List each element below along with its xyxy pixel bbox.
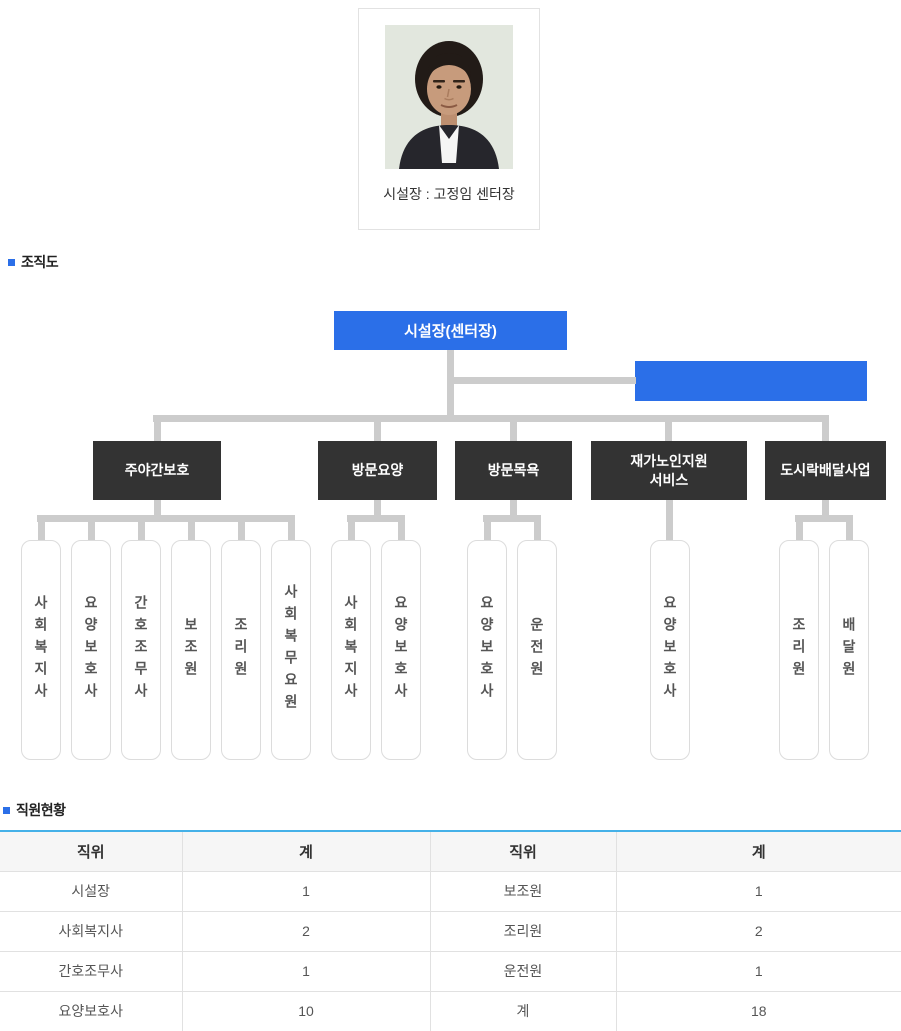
- table-header-cell: 직위: [0, 831, 182, 872]
- connector-line: [534, 515, 541, 540]
- connector-line: [795, 515, 853, 522]
- table-cell: 2: [181, 911, 430, 952]
- org-member-box: 요양보호사: [71, 540, 111, 760]
- table-cell: 사회복지사: [0, 911, 182, 952]
- org-member-box: 조리원: [221, 540, 261, 760]
- table-cell: 1: [615, 951, 901, 992]
- org-member-box: 요양보호사: [650, 540, 690, 760]
- dept-box-daynight-care: 주야간보호: [93, 441, 221, 500]
- table-cell: 시설장: [0, 871, 182, 912]
- connector-line: [154, 500, 161, 522]
- connector-line: [822, 415, 829, 441]
- connector-line: [288, 515, 295, 540]
- org-member-box: 간호조무사: [121, 540, 161, 760]
- connector-line: [374, 415, 381, 441]
- table-cell: 1: [181, 951, 430, 992]
- director-photo-illustration: [385, 25, 513, 169]
- connector-line: [666, 500, 673, 540]
- org-member-label: 요양보호사: [83, 595, 99, 705]
- org-chart-section-title: 조직도: [8, 252, 59, 272]
- connector-line: [510, 500, 517, 522]
- table-cell: 계: [429, 991, 616, 1031]
- connector-line: [447, 350, 454, 422]
- table-cell: 간호조무사: [0, 951, 182, 992]
- table-header-cell: 계: [181, 831, 430, 872]
- connector-line: [665, 415, 672, 441]
- staff-title-text: 직원현황: [16, 802, 66, 818]
- table-cell: 보조원: [429, 871, 616, 912]
- table-cell: 1: [181, 871, 430, 912]
- connector-line: [484, 515, 491, 540]
- table-cell: 운전원: [429, 951, 616, 992]
- connector-line: [450, 377, 636, 384]
- connector-line: [238, 515, 245, 540]
- director-card: 시설장 : 고정임 센터장: [358, 8, 540, 230]
- connector-line: [796, 515, 803, 540]
- dept-box-visiting-bath: 방문목욕: [455, 441, 572, 500]
- table-row: 간호조무사 1 운전원 1: [0, 951, 901, 992]
- connector-line: [138, 515, 145, 540]
- org-member-label: 사회복지사: [33, 595, 49, 705]
- table-cell: 2: [615, 911, 901, 952]
- dept-box-visiting-care: 방문요양: [318, 441, 437, 500]
- org-member-box: 배달원: [829, 540, 869, 760]
- connector-line: [510, 415, 517, 441]
- connector-line: [374, 500, 381, 522]
- connector-line: [347, 515, 405, 522]
- org-member-label: 조리원: [233, 617, 249, 683]
- org-member-box: 요양보호사: [467, 540, 507, 760]
- connector-line: [348, 515, 355, 540]
- org-chart-title-text: 조직도: [21, 254, 59, 270]
- connector-line: [88, 515, 95, 540]
- org-member-label: 조리원: [791, 617, 807, 683]
- org-member-label: 사회복지사: [343, 595, 359, 705]
- org-member-label: 배달원: [841, 617, 857, 683]
- connector-line: [153, 415, 829, 422]
- org-member-label: 보조원: [183, 617, 199, 683]
- section-bullet-icon: [3, 806, 10, 814]
- org-member-label: 사회복무요원: [283, 584, 299, 716]
- org-member-box: 운전원: [517, 540, 557, 760]
- table-row: 시설장 1 보조원 1: [0, 871, 901, 912]
- director-caption: 시설장 : 고정임 센터장: [383, 186, 515, 202]
- table-header-row: 직위 계 직위 계: [0, 831, 901, 872]
- connector-line: [154, 415, 161, 441]
- org-secondary-box: [635, 361, 867, 401]
- table-header-cell: 계: [615, 831, 901, 872]
- org-member-box: 사회복무요원: [271, 540, 311, 760]
- staff-table: 직위 계 직위 계 시설장 1 보조원 1 사회복지사 2 조리원 2 간호조무…: [0, 830, 901, 1031]
- dept-box-lunchbox-delivery: 도시락배달사업: [765, 441, 886, 500]
- org-member-label: 요양보호사: [393, 595, 409, 705]
- table-row: 요양보호사 10 계 18: [0, 991, 901, 1031]
- org-member-box: 사회복지사: [21, 540, 61, 760]
- connector-line: [398, 515, 405, 540]
- org-member-box: 조리원: [779, 540, 819, 760]
- table-cell: 1: [615, 871, 901, 912]
- org-root-box: 시설장(센터장): [334, 311, 567, 350]
- connector-line: [846, 515, 853, 540]
- org-member-label: 간호조무사: [133, 595, 149, 705]
- table-cell: 10: [181, 991, 430, 1031]
- table-row: 사회복지사 2 조리원 2: [0, 911, 901, 952]
- org-member-box: 요양보호사: [381, 540, 421, 760]
- staff-section-title: 직원현황: [3, 800, 66, 820]
- org-member-label: 요양보호사: [662, 595, 678, 705]
- org-member-label: 운전원: [529, 617, 545, 683]
- table-cell: 요양보호사: [0, 991, 182, 1031]
- connector-line: [188, 515, 195, 540]
- connector-line: [38, 515, 45, 540]
- org-member-box: 사회복지사: [331, 540, 371, 760]
- connector-line: [37, 515, 295, 522]
- connector-line: [483, 515, 541, 522]
- org-member-label: 요양보호사: [479, 595, 495, 705]
- connector-line: [822, 500, 829, 522]
- dept-box-home-support: 재가노인지원 서비스: [591, 441, 747, 500]
- table-header-cell: 직위: [429, 831, 616, 872]
- director-photo: [385, 25, 513, 169]
- org-member-box: 보조원: [171, 540, 211, 760]
- table-cell: 18: [615, 991, 901, 1031]
- section-bullet-icon: [8, 258, 15, 266]
- table-cell: 조리원: [429, 911, 616, 952]
